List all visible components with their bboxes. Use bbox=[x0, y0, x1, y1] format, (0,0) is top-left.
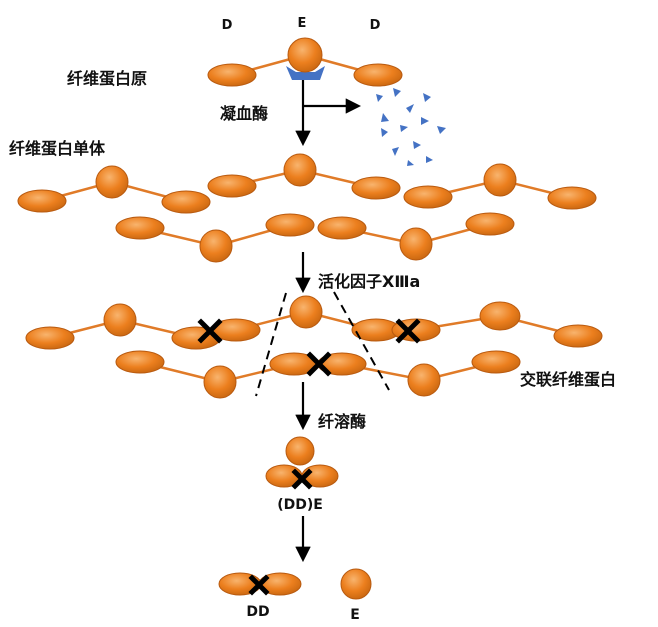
e-domain bbox=[287, 37, 323, 73]
label-d-right: D bbox=[370, 18, 381, 33]
crosslink-mark bbox=[306, 351, 332, 377]
d-domain-left bbox=[207, 63, 257, 87]
fibrinopeptides bbox=[376, 88, 446, 166]
crosslink-mark bbox=[197, 318, 223, 344]
dashed-cut-right bbox=[333, 291, 390, 391]
fibrin-monomer-row-1 bbox=[17, 153, 597, 214]
fibrinogen-molecule bbox=[207, 37, 403, 87]
dashed-cut-left bbox=[255, 292, 287, 397]
label-dd-e: (DD)E bbox=[277, 497, 323, 513]
label-thrombin: 凝血酶 bbox=[220, 104, 268, 123]
e-fragment bbox=[340, 568, 372, 600]
label-plasmin: 纤溶酶 bbox=[318, 412, 366, 431]
crosslinked-fibrin-row-2 bbox=[115, 350, 521, 399]
fibrinopeptide-cap bbox=[286, 66, 325, 80]
label-d-left: D bbox=[222, 18, 233, 33]
label-factor-xiiia: 活化因子XⅢa bbox=[318, 272, 420, 291]
crosslink-mark bbox=[395, 318, 421, 344]
d-domain-right bbox=[353, 63, 403, 87]
dd-fragment bbox=[218, 572, 302, 596]
label-fibrin-monomer: 纤维蛋白单体 bbox=[9, 139, 106, 158]
label-dd: DD bbox=[246, 604, 269, 620]
dd-e-fragment bbox=[265, 436, 339, 490]
label-crosslinked-fibrin: 交联纤维蛋白 bbox=[520, 370, 616, 389]
label-fibrinogen: 纤维蛋白原 bbox=[67, 69, 147, 88]
fibrin-monomer-row-2 bbox=[115, 212, 515, 263]
label-e-top: E bbox=[298, 16, 307, 31]
label-e-bottom: E bbox=[350, 607, 360, 623]
crosslinked-fibrin-row-1 bbox=[25, 295, 603, 350]
